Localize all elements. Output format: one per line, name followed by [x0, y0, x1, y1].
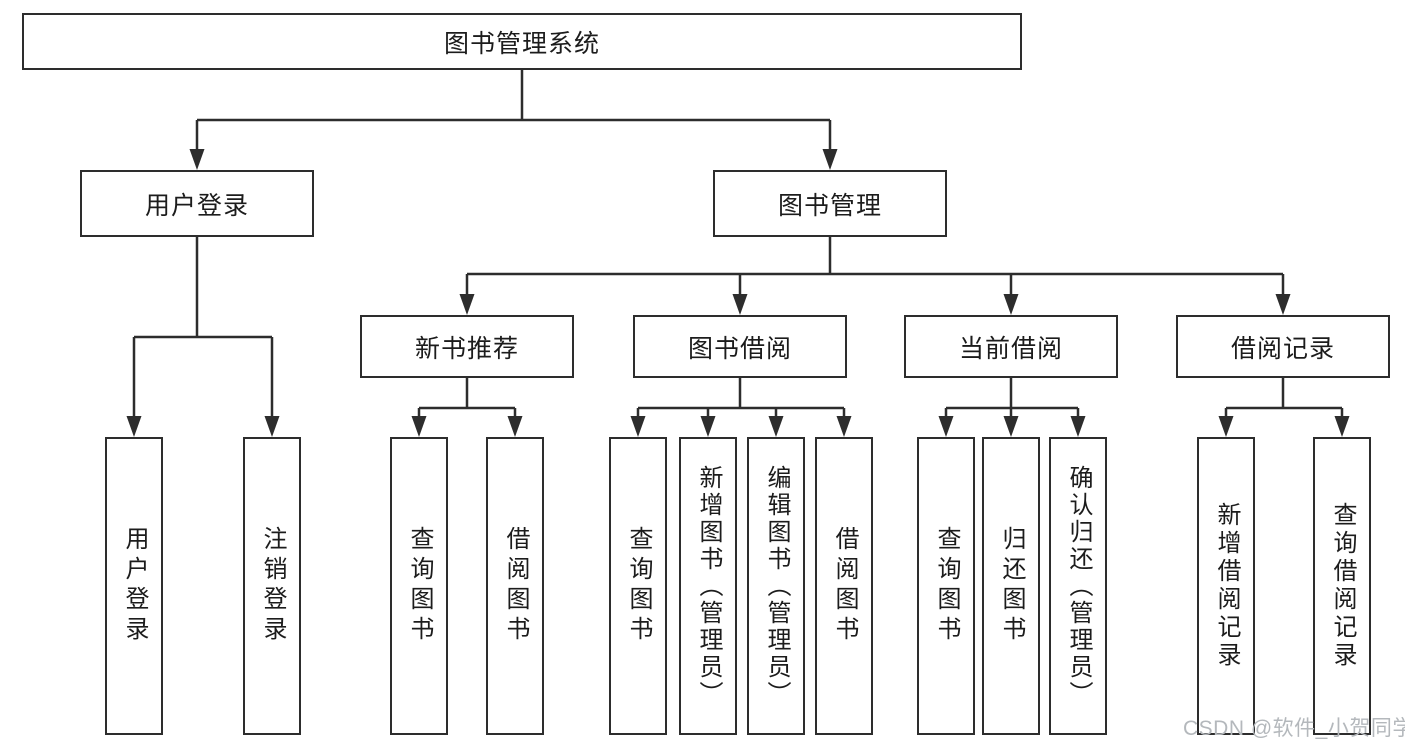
leaf-user-login: 用户登录 — [105, 437, 163, 735]
watermark: CSDN @软件_小贺同学 — [1183, 717, 1405, 740]
node-root-label: 图书管理系统 — [443, 29, 600, 58]
leaf-edit-book-admin-label: 编辑图书（管理员） — [763, 464, 790, 708]
leaf-return-book-label: 归还图书 — [998, 526, 1025, 646]
leaf-edit-book-admin: 编辑图书（管理员） — [747, 437, 805, 735]
node-user-login: 用户登录 — [80, 170, 314, 237]
leaf-logout: 注销登录 — [243, 437, 301, 735]
leaf-query-book-current-label: 查询图书 — [933, 526, 960, 646]
node-current-borrow: 当前借阅 — [904, 315, 1118, 378]
leaf-query-book-current: 查询图书 — [917, 437, 975, 735]
node-borrow-record-label: 借阅记录 — [1230, 334, 1335, 363]
leaf-return-book: 归还图书 — [982, 437, 1040, 735]
node-new-book-recommend-label: 新书推荐 — [414, 334, 519, 363]
node-book-borrow: 图书借阅 — [633, 315, 847, 378]
leaf-borrow-book: 借阅图书 — [815, 437, 873, 735]
leaf-borrow-book-label: 借阅图书 — [831, 526, 858, 646]
leaf-add-book-admin: 新增图书（管理员） — [679, 437, 737, 735]
node-new-book-recommend: 新书推荐 — [360, 315, 574, 378]
leaf-query-book-borrow: 查询图书 — [609, 437, 667, 735]
leaf-query-borrow-record: 查询借阅记录 — [1313, 437, 1371, 735]
node-user-login-label: 用户登录 — [144, 191, 249, 220]
leaf-add-book-admin-label: 新增图书（管理员） — [695, 464, 722, 708]
connector-lines — [132, 70, 1344, 419]
leaf-query-book-recommend: 查询图书 — [390, 437, 448, 735]
node-book-borrow-label: 图书借阅 — [687, 334, 792, 363]
leaf-user-login-label: 用户登录 — [121, 526, 148, 646]
leaf-query-book-recommend-label: 查询图书 — [406, 526, 433, 646]
node-current-borrow-label: 当前借阅 — [958, 334, 1063, 363]
leaf-query-borrow-record-label: 查询借阅记录 — [1329, 502, 1356, 670]
leaf-add-borrow-record: 新增借阅记录 — [1197, 437, 1255, 735]
leaf-borrow-book-recommend-label: 借阅图书 — [502, 526, 529, 646]
node-root: 图书管理系统 — [22, 13, 1022, 70]
leaf-logout-label: 注销登录 — [259, 526, 286, 646]
node-book-management-label: 图书管理 — [777, 191, 882, 220]
leaf-add-borrow-record-label: 新增借阅记录 — [1213, 502, 1240, 670]
leaf-confirm-return-admin-label: 确认归还（管理员） — [1065, 464, 1092, 708]
leaf-confirm-return-admin: 确认归还（管理员） — [1049, 437, 1107, 735]
leaf-query-book-borrow-label: 查询图书 — [625, 526, 652, 646]
node-book-management: 图书管理 — [713, 170, 947, 237]
node-borrow-record: 借阅记录 — [1176, 315, 1390, 378]
arrowhead-icons — [126, 149, 1350, 437]
leaf-borrow-book-recommend: 借阅图书 — [486, 437, 544, 735]
